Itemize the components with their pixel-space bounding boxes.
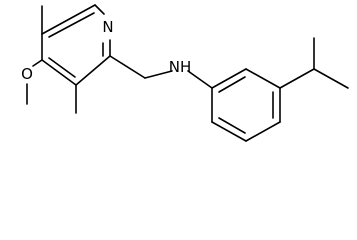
bond-c6-n1: [94, 4, 105, 15]
pyridine-nitrogen-label: N: [102, 18, 113, 36]
bond-c3-c4-inner: [48, 57, 76, 78]
bond-b2-b3-inner: [218, 117, 246, 134]
bond-b3-b4: [245, 121, 281, 142]
bond-b5-b6: [245, 68, 281, 89]
bond-c4-o: [32, 59, 43, 67]
bond-c3-c4: [41, 59, 77, 86]
ring-substituents: [26, 5, 77, 114]
bond-c6-c6-inner: [48, 12, 95, 38]
isopropyl-group: [279, 37, 349, 89]
benzene-ring: [211, 68, 281, 142]
bond-c5-c6: [41, 4, 96, 35]
bond-nh-aryl: [187, 70, 213, 89]
pyridine-ring: [41, 4, 111, 86]
methoxy-oxygen-label: O: [21, 65, 33, 83]
bond-ch2-nh: [144, 70, 173, 79]
bond-ch-me1: [313, 68, 349, 89]
bond-b6-b1: [211, 68, 247, 89]
linker: [109, 55, 213, 89]
structure-diagram: N O NH: [21, 4, 349, 142]
bond-c2-ch2: [109, 55, 146, 79]
bond-b6-b1-inner: [218, 76, 246, 93]
bond-b2-b3: [211, 121, 247, 142]
amine-nh-label: NH: [169, 58, 192, 76]
bond-c2-c3: [75, 55, 111, 86]
bond-b5-ch: [279, 68, 315, 89]
